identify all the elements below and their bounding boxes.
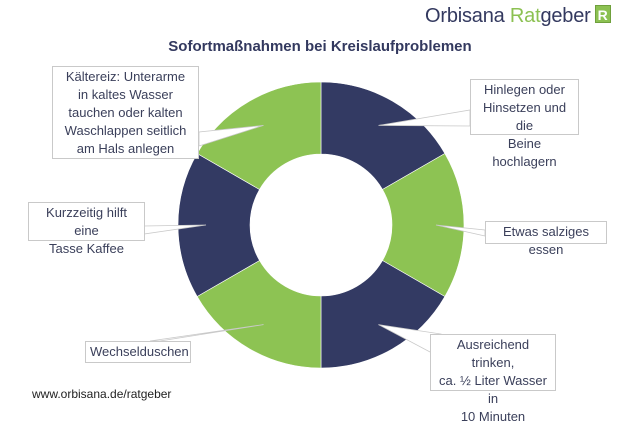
brand-suffix: geber: [540, 5, 591, 27]
callout-trinken: Ausreichend trinken, ca. ½ Liter Wasser …: [430, 334, 556, 424]
callout-kaffee: Kurzzeitig hilft eine Tasse Kaffee: [28, 202, 145, 256]
donut-segments: [177, 81, 465, 369]
callout-salziges-essen: Etwas salziges essen: [485, 221, 607, 257]
callout-kaeltereiz: Kältereiz: Unterarme in kaltes Wasser ta…: [52, 66, 199, 159]
callout-leader: [198, 125, 264, 147]
donut-segment: [382, 153, 465, 297]
chart-title: Sofortmaßnahmen bei Kreislaufproblemen: [168, 38, 472, 55]
donut-segment: [196, 81, 322, 190]
donut-chart: [143, 81, 486, 369]
callout-hinlegen: Hinlegen oder Hinsetzen und die Beine ho…: [470, 79, 579, 169]
brand-r-icon: R: [594, 5, 611, 23]
brand-accent: Rat: [509, 5, 541, 27]
donut-segment: [320, 260, 446, 369]
footer-url: www.orbisana.de/ratgeber: [32, 387, 172, 401]
donut-segment: [320, 81, 446, 190]
donut-segment: [196, 260, 322, 369]
callout-wechselduschen: Wechselduschen: [85, 341, 191, 363]
brand-prefix: Orbisana: [425, 5, 510, 27]
